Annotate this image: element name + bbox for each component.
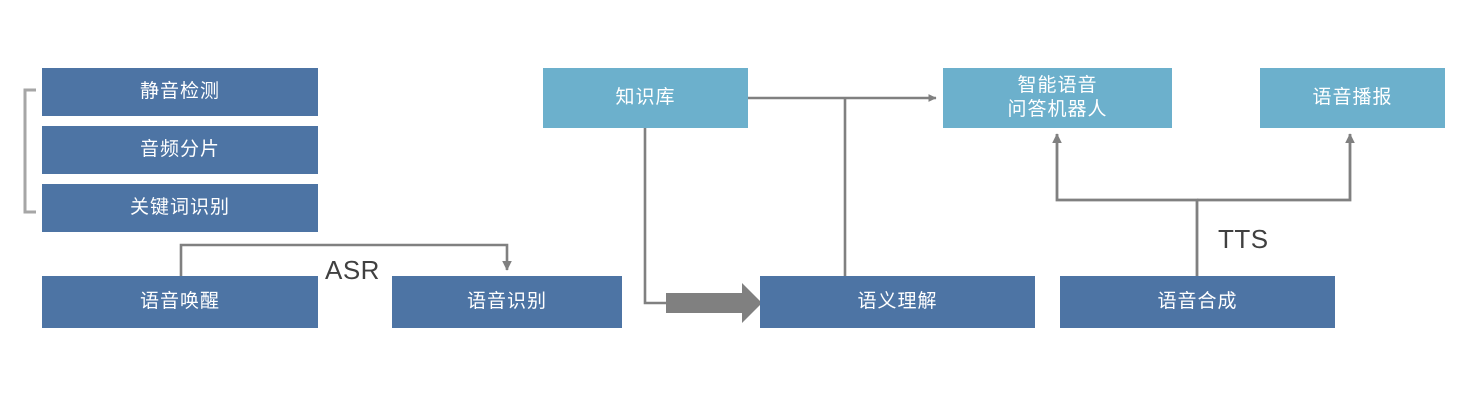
node-knowledge-base[interactable]: 知识库 (543, 68, 748, 128)
edge-synthesis-to-robot-and-broadcast (1052, 133, 1355, 276)
node-silence-detection[interactable]: 静音检测 (42, 68, 318, 116)
node-speech-recognition[interactable]: 语音识别 (392, 276, 622, 328)
node-audio-segmentation[interactable]: 音频分片 (42, 126, 318, 174)
node-speech-synthesis[interactable]: 语音合成 (1060, 276, 1335, 328)
edge-knowledgebase-to-semantic (643, 128, 672, 305)
edge-label-asr: ASR (325, 255, 380, 285)
node-voice-wakeup[interactable]: 语音唤醒 (42, 276, 318, 328)
left-group-bracket (23, 88, 36, 214)
edge-wakeup-to-asr (179, 243, 512, 276)
node-voice-broadcast[interactable]: 语音播报 (1260, 68, 1445, 128)
node-keyword-spotting[interactable]: 关键词识别 (42, 184, 318, 232)
node-semantic-understanding[interactable]: 语义理解 (760, 276, 1035, 328)
edge-label-tts: TTS (1218, 224, 1269, 254)
thick-arrow-to-semantic (666, 283, 762, 323)
node-qa-robot[interactable]: 智能语音 问答机器人 (943, 68, 1172, 128)
